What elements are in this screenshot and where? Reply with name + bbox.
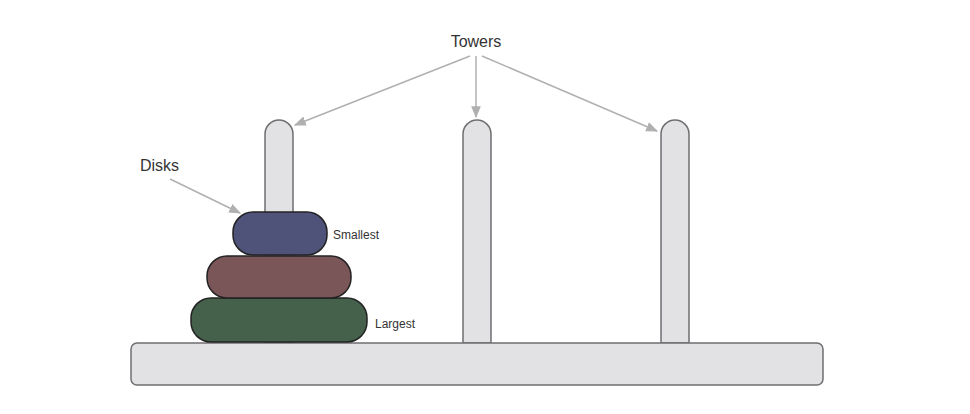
leader-arrow — [475, 56, 477, 117]
leader-arrow — [482, 56, 657, 131]
middle-disk — [207, 256, 351, 298]
base-board — [131, 343, 823, 385]
largest-label: Largest — [375, 318, 415, 331]
disks-label: Disks — [140, 157, 179, 175]
leader-arrow — [170, 179, 240, 213]
leader-arrow — [295, 56, 470, 125]
tower-peg — [463, 120, 491, 343]
towers-label: Towers — [451, 33, 502, 51]
tower-peg — [661, 120, 689, 343]
small-disk — [233, 212, 327, 255]
smallest-label: Smallest — [333, 229, 379, 242]
large-disk — [191, 298, 367, 342]
